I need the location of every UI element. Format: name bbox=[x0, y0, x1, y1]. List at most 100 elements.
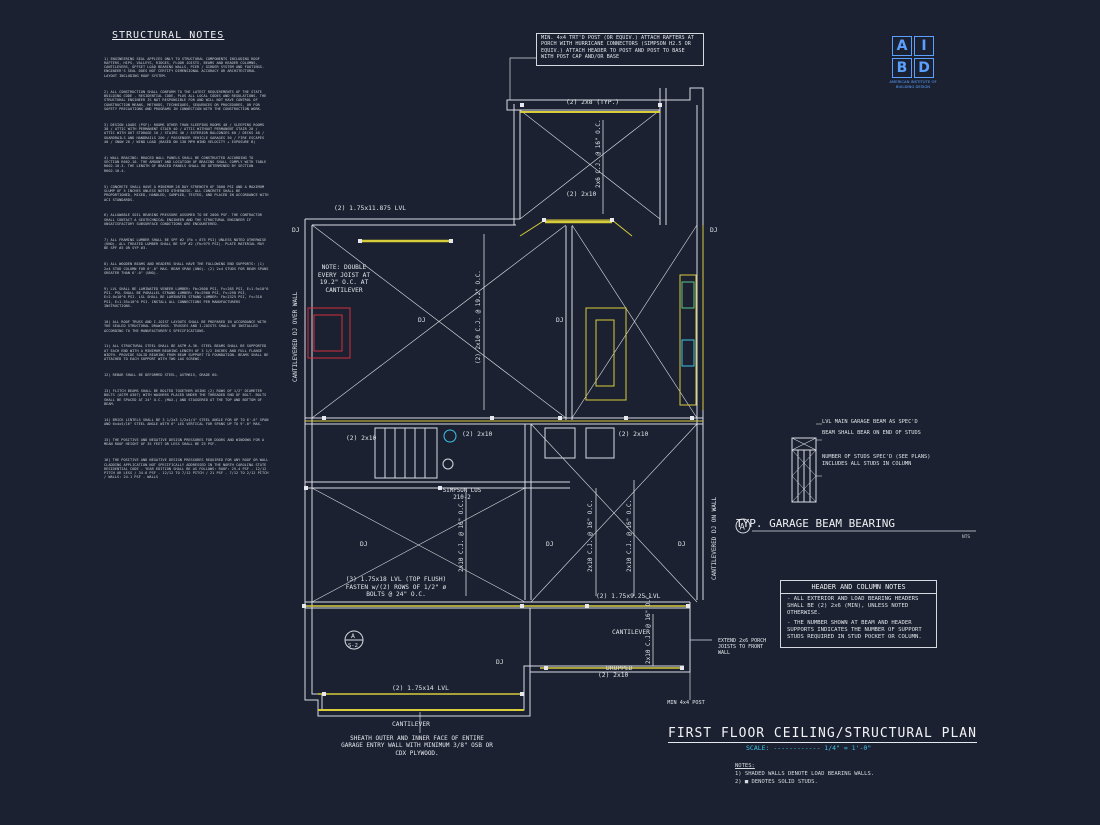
range-appliance bbox=[681, 281, 695, 309]
aibd-logo: A I B D AMERICAN INSTITUTE OF BUILDING D… bbox=[888, 36, 938, 89]
label-cantilevered-right: CANTILEVERED DJ ON WALL bbox=[711, 497, 718, 580]
label-joist-2x6: 2x6 C.J. @ 16" O.C. bbox=[595, 119, 602, 188]
solid-stud bbox=[322, 416, 326, 420]
logo-org-name: AMERICAN INSTITUTE OF BUILDING DESIGN bbox=[889, 79, 937, 89]
bath-closet bbox=[585, 427, 615, 459]
label-2x10-dropped: (2) 2x10 bbox=[598, 672, 629, 679]
fireplace bbox=[307, 307, 351, 359]
scale-value: 1/4" = 1'-0" bbox=[824, 744, 872, 752]
header-notes-line: - THE NUMBER SHOWN AT BEAM AND HEADER SU… bbox=[787, 619, 926, 641]
solid-stud bbox=[558, 416, 562, 420]
fireplace-inner bbox=[313, 314, 343, 352]
solid-stud bbox=[690, 416, 694, 420]
logo-letter: D bbox=[914, 58, 934, 78]
label-dj: DJ bbox=[710, 227, 718, 234]
double-joist-note: NOTE: DOUBLE EVERY JOIST AT 19.2" O.C. A… bbox=[317, 264, 374, 294]
ceiling-diagonal bbox=[571, 224, 698, 419]
solid-stud bbox=[490, 416, 494, 420]
solid-stud bbox=[449, 239, 453, 243]
label-joist-192: (2) 2x10 C.J. @ 19.2" O.C. bbox=[475, 270, 482, 364]
note-paragraph: 11) ALL STRUCTURAL STEEL SHALL BE ASTM A… bbox=[104, 344, 271, 362]
solid-stud bbox=[322, 692, 326, 696]
solid-stud bbox=[610, 218, 614, 222]
header-column-notes: HEADER AND COLUMN NOTES - ALL EXTERIOR A… bbox=[780, 580, 937, 648]
plan-title: FIRST FLOOR CEILING/STRUCTURAL PLAN bbox=[668, 726, 977, 743]
beam-callout-3: NUMBER OF STUDS SPEC'D (SEE PLANS) INCLU… bbox=[822, 454, 934, 467]
beam-detail-cross bbox=[791, 437, 817, 451]
footer-notes: NOTES: 1) SHADED WALLS DENOTE LOAD BEARI… bbox=[735, 762, 874, 786]
label-dj: DJ bbox=[678, 541, 686, 548]
section-mark-letter: A bbox=[351, 632, 355, 640]
label-lvl-top: (2) 1.75x11.875 LVL bbox=[334, 205, 406, 212]
ceiling-diagonal bbox=[530, 423, 698, 603]
toilet-fixture bbox=[442, 458, 454, 470]
beam-detail-title: TYP. GARAGE BEAM BEARING bbox=[736, 517, 895, 530]
label-cantilevered-left: CANTILEVERED DJ OVER WALL bbox=[292, 291, 299, 382]
kitchen-island-inner bbox=[595, 319, 615, 387]
leader-line bbox=[509, 57, 536, 100]
ceiling-diagonal bbox=[311, 224, 567, 419]
beam-detail-nts: NTS bbox=[962, 535, 971, 540]
note-paragraph: 14) BRICK LINTELS SHALL BE 3 1/2x3 1/2x1… bbox=[104, 417, 271, 427]
solid-stud bbox=[520, 604, 524, 608]
extend-joists-note: EXTEND 2x6 PORCH JOISTS TO FRONT WALL bbox=[718, 638, 770, 657]
label-dj: DJ bbox=[292, 227, 300, 234]
solid-stud bbox=[658, 103, 662, 107]
label-dj: DJ bbox=[360, 541, 368, 548]
sink-appliance bbox=[681, 339, 695, 367]
solid-stud bbox=[520, 103, 524, 107]
note-paragraph: 3) DESIGN LOADS (PSF): ROOMS OTHER THAN … bbox=[104, 122, 267, 144]
note-paragraph: 12) REBAR SHALL BE DEFORMED STEEL, ASTM6… bbox=[104, 373, 219, 378]
note-paragraph: 9) LVL SHALL BE LAMINATED VENEER LUMBER:… bbox=[104, 286, 271, 309]
note-paragraph: 8) ALL WOODEN BEAMS AND HEADERS SHALL HA… bbox=[104, 262, 271, 275]
label-lvl-right: (2) 1.75x9.25 LVL bbox=[596, 593, 661, 600]
solid-stud bbox=[624, 416, 628, 420]
toilet-fixture bbox=[443, 429, 457, 443]
note-paragraph: 4) WALL BRACING: BRACED WALL PANELS SHAL… bbox=[104, 155, 269, 173]
footer-note: 2) ■ DENOTES SOLID STUDS. bbox=[735, 779, 818, 785]
solid-stud bbox=[302, 604, 306, 608]
label-lvl-bottom: (2) 1.75x14 LVL bbox=[392, 685, 449, 692]
note-paragraph: 13) FLITCH BEAMS SHALL BE BOLTED TOGETHE… bbox=[104, 389, 269, 406]
beam-detail-callouts: LVL MAIN GARAGE BEAM AS SPEC'D BEAM SHALL… bbox=[822, 419, 938, 467]
min-post-note: MIN 4x4 POST bbox=[667, 700, 705, 706]
section-mark-sheet: S-2 bbox=[348, 643, 358, 649]
detail-bubble bbox=[735, 518, 751, 534]
beam-detail-hatch bbox=[791, 475, 817, 503]
sheathing-note: SHEATH OUTER AND INNER FACE OF ENTIRE GA… bbox=[341, 735, 497, 757]
solid-stud bbox=[585, 604, 589, 608]
solid-stud-markers bbox=[302, 103, 694, 696]
simpson-hanger-note: SIMPSON LUS 210-2 bbox=[442, 488, 485, 501]
note-paragraph: 15) THE POSITIVE AND NEGATIVE DESIGN PRE… bbox=[104, 438, 267, 447]
label-joist-2x10: 2x10 C.J. @ 16" O.C. bbox=[626, 500, 633, 572]
stair-outline bbox=[374, 427, 438, 479]
logo-letter: A bbox=[892, 36, 912, 56]
scale-label: SCALE: bbox=[746, 744, 770, 752]
solid-stud bbox=[520, 692, 524, 696]
solid-stud bbox=[542, 218, 546, 222]
label-2x10-mid-right: (2) 2x10 bbox=[618, 431, 649, 438]
note-paragraph: 6) ALLOWABLE SOIL BEARING PRESSURE ASSUM… bbox=[104, 213, 265, 226]
note-paragraph: 16) THE POSITIVE AND NEGATIVE DESIGN PRE… bbox=[104, 458, 271, 480]
label-joist-2x10: 2x10 C.J. @ 16" O.C. bbox=[645, 592, 652, 664]
solid-stud bbox=[438, 486, 442, 490]
footer-note: 1) SHADED WALLS DENOTE LOAD BEARING WALL… bbox=[735, 771, 875, 777]
label-dropped: DROPPED bbox=[606, 665, 633, 672]
structural-notes-title: STRUCTURAL NOTES bbox=[112, 30, 225, 41]
beam-callout-2: BEAM SHALL BEAR ON END OF STUDS bbox=[822, 429, 921, 436]
beam-callout-1: LVL MAIN GARAGE BEAM AS SPEC'D bbox=[822, 419, 918, 425]
kitchen-counter bbox=[679, 274, 697, 406]
solid-stud bbox=[358, 239, 362, 243]
label-dj: DJ bbox=[546, 541, 554, 548]
solid-stud bbox=[304, 486, 308, 490]
note-paragraph: 7) ALL FRAMING LUMBER SHALL BE SPF #2 (F… bbox=[104, 237, 269, 251]
label-dj: DJ bbox=[418, 317, 426, 324]
solid-stud bbox=[686, 604, 690, 608]
detail-bubble-letter: A bbox=[740, 523, 746, 533]
exterior-wall bbox=[304, 219, 691, 717]
porch-post-note: MIN. 4x4 TRT'D POST (OR EQUIV.) ATTACH R… bbox=[536, 33, 704, 66]
label-2x8-typ: (2) 2x8 (TYP.) bbox=[566, 99, 619, 106]
solid-stud bbox=[544, 666, 548, 670]
